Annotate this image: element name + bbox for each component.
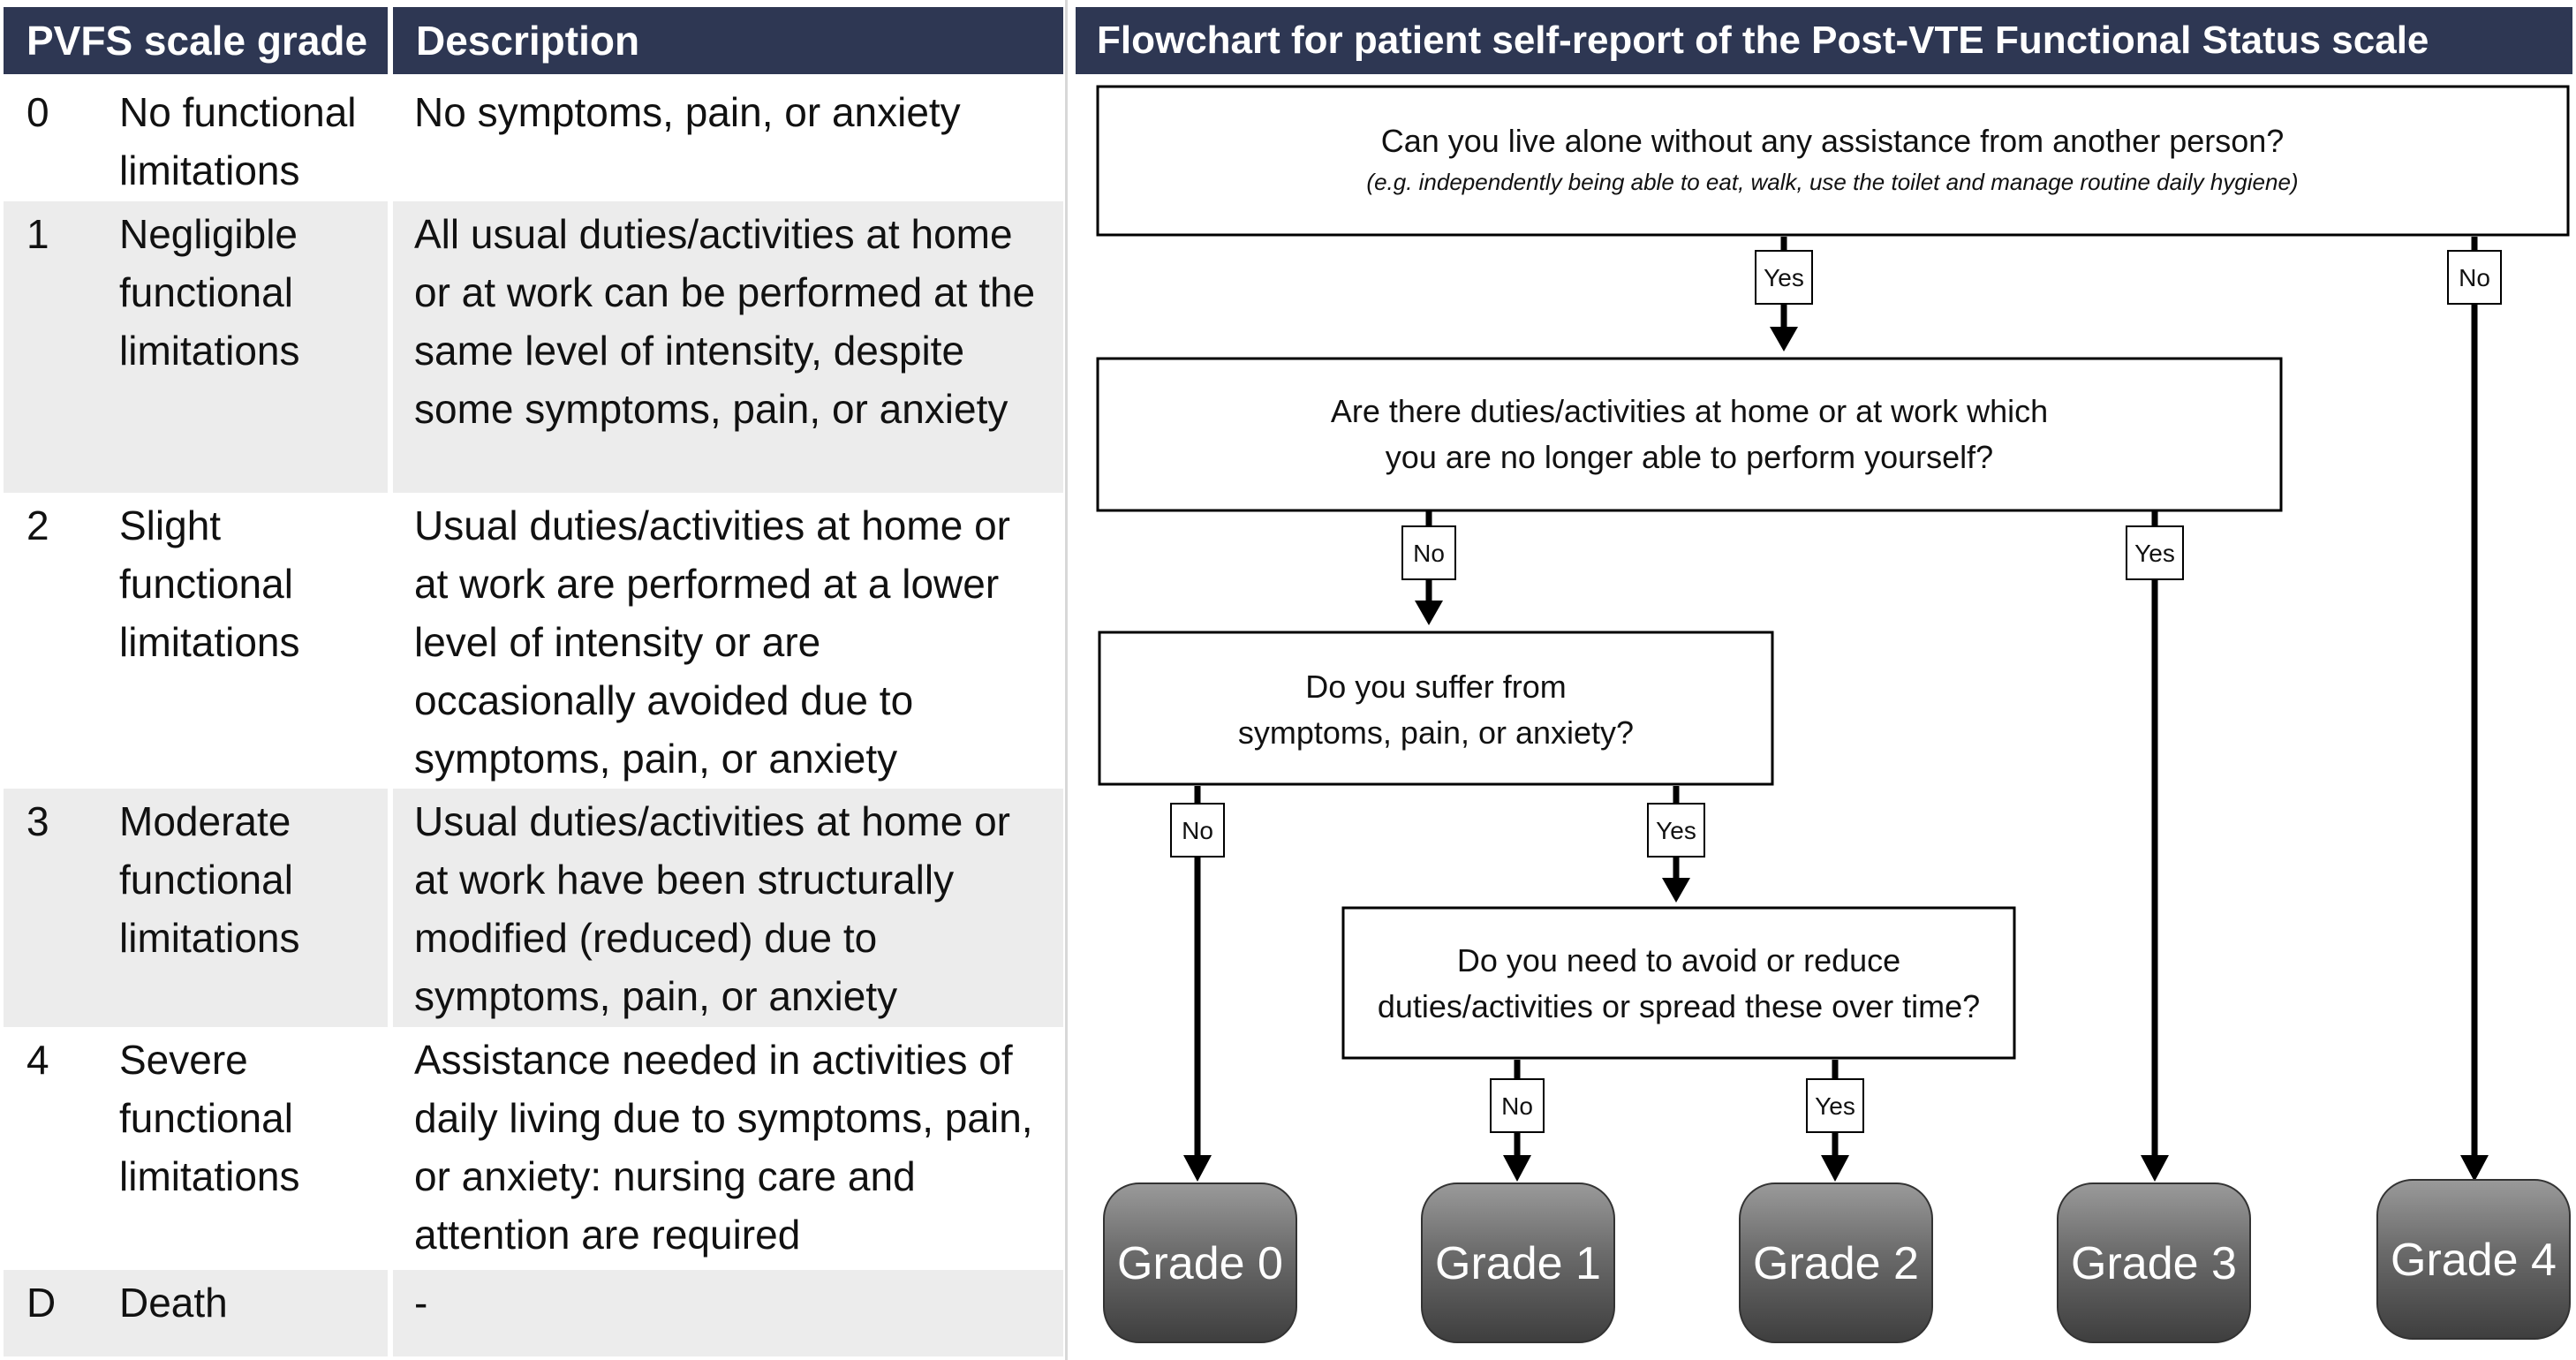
grade-name: Negligible functional limitations: [96, 201, 388, 493]
grade-name: Death: [96, 1270, 388, 1356]
question-note: (e.g. independently being able to eat, w…: [1366, 169, 2298, 195]
yes-label: Yes: [1806, 1078, 1864, 1133]
yes-label: Yes: [1647, 803, 1705, 858]
grade-name: No functional limitations: [119, 89, 357, 193]
pvfs-table: PVFS scale grade Description 0 No functi…: [4, 7, 1063, 1356]
svg-text:No: No: [1501, 1092, 1533, 1120]
question-text: Do you need to avoid or reduce: [1457, 942, 1900, 978]
no-label: No: [1490, 1078, 1545, 1133]
svg-text:Yes: Yes: [1656, 817, 1696, 844]
svg-text:No: No: [2459, 264, 2490, 291]
grade-0-node: Grade 0: [1103, 1182, 1297, 1343]
grade-label: Grade 2: [1753, 1238, 1919, 1289]
table-row: D Death -: [4, 1270, 1063, 1356]
question-text: you are no longer able to perform yourse…: [1386, 439, 1993, 475]
grade-label: Grade 3: [2071, 1238, 2237, 1289]
question-box-frame: [1098, 631, 1774, 786]
grade-number: 3: [4, 789, 96, 1027]
question-text: symptoms, pain, or anxiety?: [1238, 714, 1634, 751]
arrowhead-icon: [1821, 1155, 1849, 1182]
grade-4-node: Grade 4: [2376, 1179, 2571, 1340]
grade-label: Grade 1: [1435, 1238, 1601, 1289]
table-row: 4 Severe functional limitations Assistan…: [4, 1027, 1063, 1270]
no-label: No: [1401, 525, 1456, 580]
no-label: No: [2447, 250, 2502, 305]
table-row: 1 Negligible functional limitations All …: [4, 201, 1063, 493]
arrowhead-icon: [1183, 1155, 1212, 1182]
grade-number: 1: [4, 201, 96, 493]
arrowhead-icon: [2141, 1155, 2169, 1182]
svg-text:Yes: Yes: [1815, 1092, 1855, 1120]
grade-number: 2: [26, 502, 49, 548]
grade-number: 0: [26, 89, 49, 135]
grade-2-node: Grade 2: [1739, 1182, 1933, 1343]
grade-label: Grade 0: [1117, 1238, 1283, 1289]
arrowhead-icon: [1503, 1155, 1531, 1182]
arrowhead-icon: [2460, 1155, 2489, 1182]
header-description: Description: [393, 7, 1063, 74]
arrowhead-icon: [1770, 327, 1798, 351]
question-box-2: Are there duties/activities at home or a…: [1096, 357, 2283, 512]
no-label: No: [1170, 803, 1225, 858]
grade-description: Usual duties/activities at home or at wo…: [414, 502, 1010, 782]
question-box-4: Do you need to avoid or reduce duties/ac…: [1341, 906, 2016, 1060]
grade-number: 4: [26, 1037, 49, 1083]
arrowhead-icon: [1662, 878, 1690, 903]
grade-description: -: [393, 1270, 1063, 1356]
grade-description: Usual duties/activities at home or at wo…: [393, 789, 1063, 1027]
table-row: 2 Slight functional limitations Usual du…: [4, 493, 1063, 789]
grade-description: No symptoms, pain, or anxiety: [414, 89, 961, 135]
table-row: 0 No functional limitations No symptoms,…: [4, 79, 1063, 201]
svg-text:No: No: [1182, 817, 1213, 844]
arrowhead-icon: [1415, 601, 1443, 625]
table-row: 3 Moderate functional limitations Usual …: [4, 789, 1063, 1027]
panel-divider: [1065, 0, 1068, 1360]
yes-label: Yes: [2126, 525, 2184, 580]
header-grade: PVFS scale grade: [4, 7, 388, 74]
question-text: Do you suffer from: [1305, 669, 1566, 705]
grade-name: Severe functional limitations: [119, 1037, 300, 1199]
svg-text:Yes: Yes: [1764, 264, 1804, 291]
flowchart-title: Flowchart for patient self-report of the…: [1076, 7, 2572, 74]
grade-1-node: Grade 1: [1421, 1182, 1615, 1343]
svg-text:Yes: Yes: [2134, 540, 2175, 567]
question-box-frame: [1341, 906, 2016, 1060]
grade-number: D: [4, 1270, 96, 1356]
question-box-1: Can you live alone without any assistanc…: [1096, 85, 2570, 237]
question-text: duties/activities or spread these over t…: [1378, 988, 1980, 1024]
grade-3-node: Grade 3: [2057, 1182, 2251, 1343]
yes-label: Yes: [1755, 250, 1813, 305]
arrowheads: [1183, 327, 2489, 1182]
svg-text:No: No: [1413, 540, 1445, 567]
question-box-frame: [1096, 85, 2570, 237]
grade-description: All usual duties/activities at home or a…: [393, 201, 1063, 493]
grade-label: Grade 4: [2391, 1235, 2557, 1286]
question-text: Are there duties/activities at home or a…: [1331, 393, 2048, 429]
grade-name: Slight functional limitations: [119, 502, 300, 665]
question-text: Can you live alone without any assistanc…: [1381, 123, 2285, 159]
grade-name: Moderate functional limitations: [96, 789, 388, 1027]
question-box-frame: [1096, 357, 2283, 512]
branch-labels: Yes No No Yes No Yes No Yes: [1170, 250, 2502, 1133]
grade-description: Assistance needed in activities of daily…: [414, 1037, 1033, 1258]
question-box-3: Do you suffer from symptoms, pain, or an…: [1098, 631, 1774, 786]
